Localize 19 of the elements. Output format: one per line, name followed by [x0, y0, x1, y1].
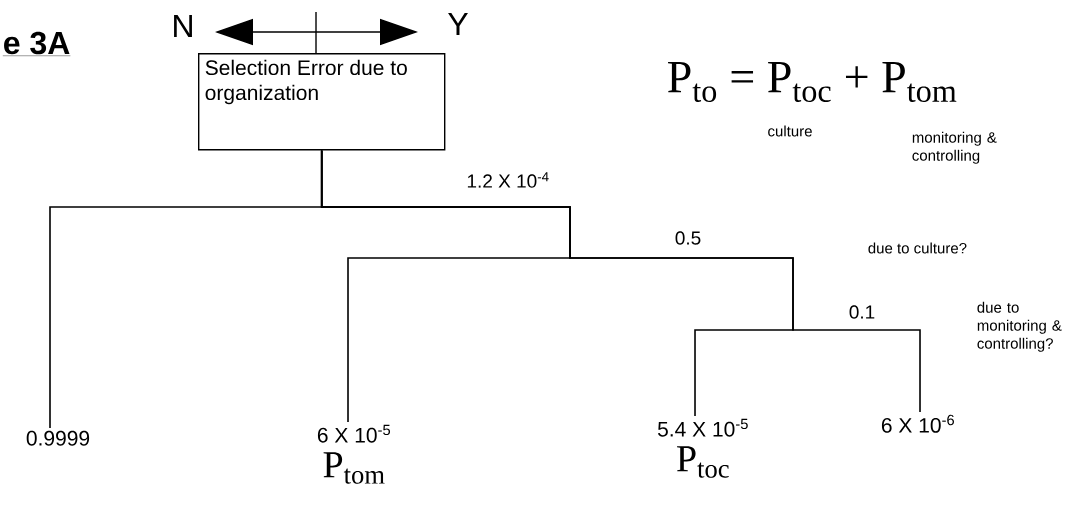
probability-symbol: P$_{tom}$ [323, 452, 385, 484]
direction-label: N [174, 15, 192, 37]
branch-probability: 0.1 [849, 305, 875, 319]
term-label: monitoring & controlling [912, 131, 997, 164]
term-label: culture [768, 125, 812, 137]
event-box: Selection Error due to organization [198, 53, 446, 151]
direction-label: Y [448, 13, 468, 35]
probability-value: 0.9999 [26, 430, 90, 446]
probability-value: 5.4 X 10$^{-5}$ [657, 418, 748, 437]
tree-branch [320, 149, 921, 413]
question-label: due to culture? [868, 242, 967, 254]
probability-value: 6 X 10$^{-5}$ [317, 424, 391, 443]
question-label: due to monitoring & controlling? [977, 301, 1062, 352]
formula: P$_{to}$ = P$_{toc}$ + P$_{tom}$ [668, 62, 957, 102]
branch-probability: 0.5 [675, 231, 701, 245]
probability-value: 6 X 10$^{-6}$ [881, 414, 954, 433]
figure-title: e 3A [2, 31, 71, 56]
branch-probability: 1.2 X 10$^{-4}$ [467, 172, 549, 188]
probability-symbol: P$_{toc}$ [677, 446, 729, 478]
